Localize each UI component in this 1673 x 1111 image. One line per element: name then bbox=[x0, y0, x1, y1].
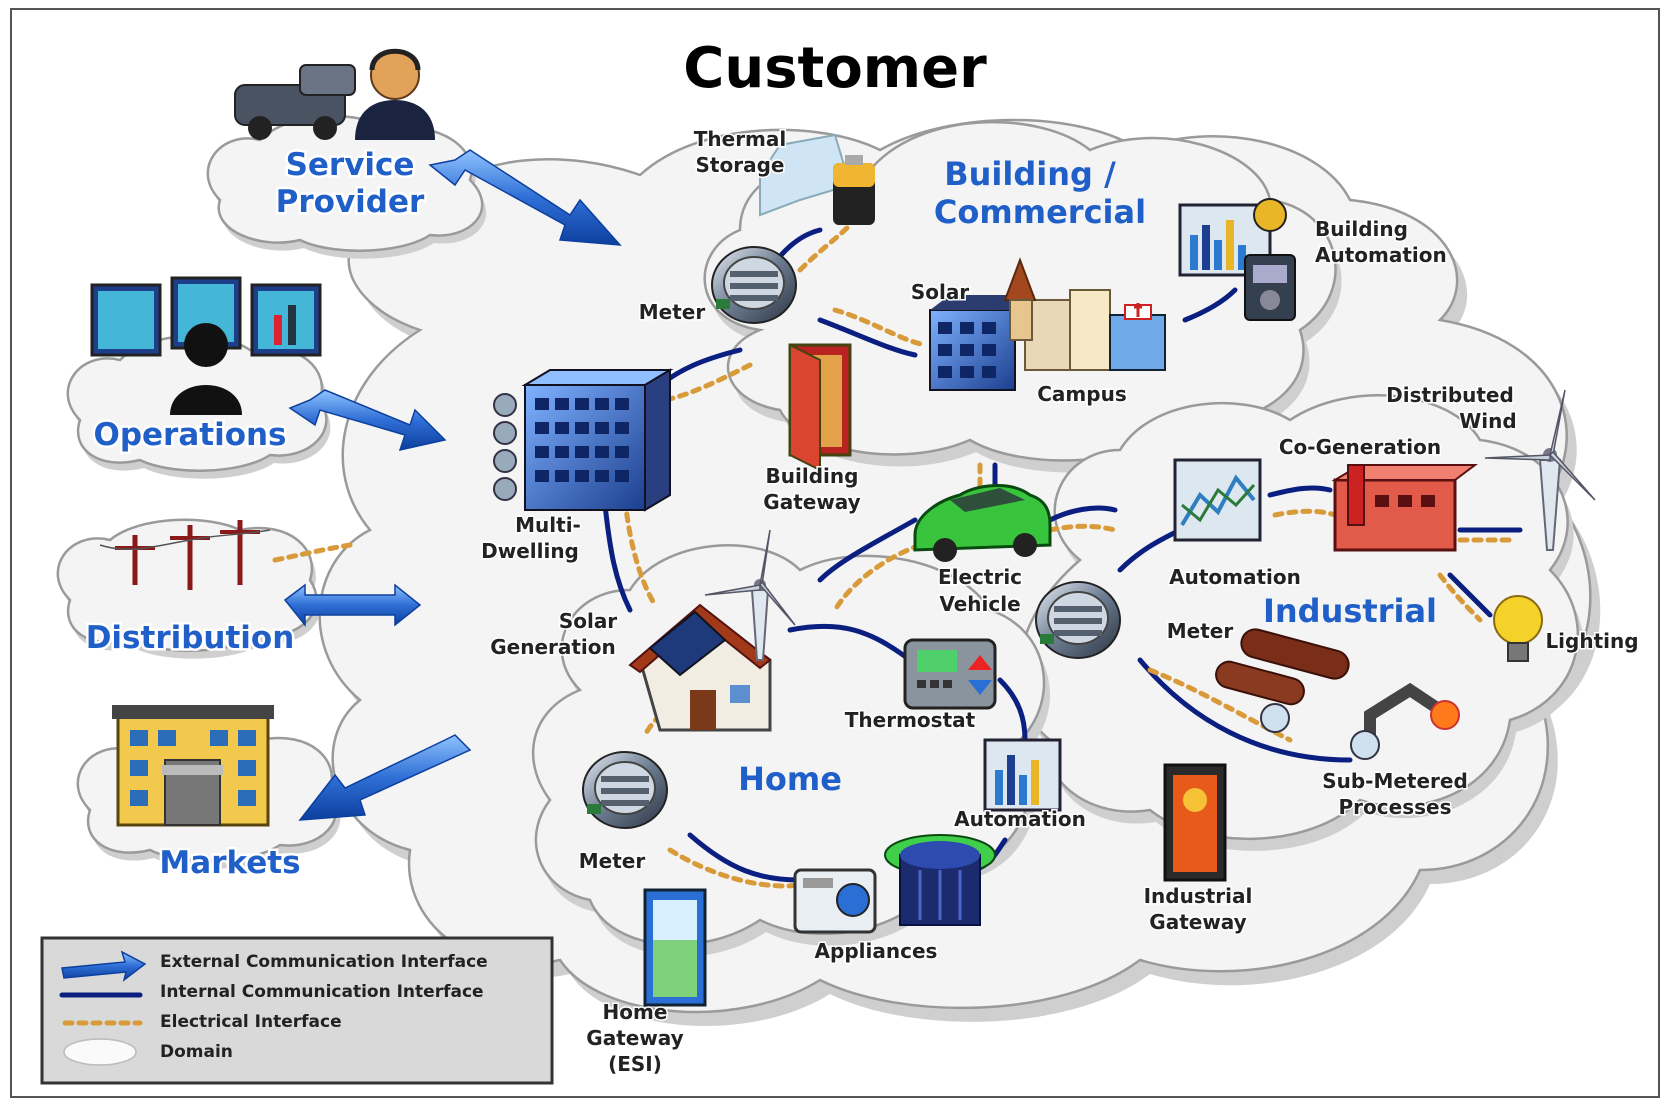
building-meter-icon bbox=[711, 246, 797, 324]
home-automation-label: Automation bbox=[954, 807, 1086, 831]
electric-vehicle-icon bbox=[913, 484, 1052, 562]
campus-label: Campus bbox=[1037, 382, 1126, 406]
building-automation-label-line2: Automation bbox=[1315, 243, 1447, 267]
distribution-label: Distribution bbox=[86, 620, 295, 656]
market-building-icon bbox=[112, 705, 274, 827]
industrial-pipes-icon bbox=[1215, 628, 1350, 733]
industrial-automation-label: Automation bbox=[1169, 565, 1301, 589]
home-automation-icon bbox=[983, 738, 1062, 812]
sub-metered-processes-label-line1: Sub-Metered bbox=[1322, 769, 1468, 793]
thermostat-label: Thermostat bbox=[845, 708, 976, 732]
lighting-icon bbox=[1493, 595, 1543, 662]
solar-generation-label-line2: Generation bbox=[490, 635, 616, 659]
building-meter-label: Meter bbox=[639, 300, 706, 324]
service-provider-label-line2: Provider bbox=[276, 184, 425, 220]
home-gateway-label-line1: Home bbox=[603, 1000, 668, 1024]
industrial-domain-label: Industrial bbox=[1263, 592, 1437, 630]
industrial-meter-icon bbox=[1035, 581, 1121, 659]
control-room-icon bbox=[90, 276, 322, 415]
service-vehicle-icon bbox=[234, 64, 356, 140]
markets-label: Markets bbox=[159, 845, 300, 881]
co-generation-label: Co-Generation bbox=[1279, 435, 1441, 459]
home-domain-label: Home bbox=[738, 760, 842, 798]
building-gateway-icon bbox=[788, 343, 852, 472]
home-meter-icon bbox=[582, 751, 668, 829]
thermostat-icon bbox=[903, 638, 997, 710]
building-gateway-label-line2: Gateway bbox=[763, 490, 860, 514]
building-automation-label-line1: Building bbox=[1315, 217, 1408, 241]
wind-turbine-industrial-icon bbox=[1484, 389, 1596, 551]
distribution-arrow bbox=[283, 583, 422, 628]
solar-label: Solar bbox=[911, 280, 969, 304]
legend-domain-label: Domain bbox=[160, 1042, 233, 1062]
legend: External Communication Interface Interna… bbox=[40, 936, 554, 1085]
sub-metered-processes-label-line2: Processes bbox=[1339, 795, 1452, 819]
industrial-automation-icon bbox=[1173, 458, 1262, 542]
diagram-title: Customer bbox=[683, 36, 987, 101]
legend-electrical-label: Electrical Interface bbox=[160, 1012, 342, 1032]
thermal-storage-label-line2: Storage bbox=[696, 153, 785, 177]
electric-vehicle-label-line1: Electric bbox=[938, 565, 1022, 589]
thermal-storage-label-line1: Thermal bbox=[694, 127, 787, 151]
building-automation-icon bbox=[1178, 198, 1296, 321]
service-provider-arrow bbox=[428, 149, 622, 246]
electrical-links bbox=[272, 222, 1518, 889]
co-generation-icon bbox=[1331, 464, 1478, 552]
electric-vehicle-label-line2: Vehicle bbox=[939, 592, 1020, 616]
legend-external-label: External Communication Interface bbox=[160, 952, 488, 972]
campus-icon bbox=[1003, 257, 1166, 371]
industrial-gateway-label-line1: Industrial bbox=[1144, 884, 1253, 908]
industrial-gateway-icon bbox=[1163, 763, 1227, 882]
legend-internal-label: Internal Communication Interface bbox=[160, 982, 484, 1002]
distribution-cloud bbox=[56, 518, 321, 659]
appliances-label: Appliances bbox=[815, 939, 938, 963]
appliance-icon bbox=[793, 868, 877, 934]
thermal-storage-icon bbox=[759, 133, 875, 225]
multi-dwelling-label-line2: Dwelling bbox=[481, 539, 579, 563]
legend-domain-icon bbox=[63, 1038, 137, 1066]
external-arrows bbox=[283, 149, 622, 821]
service-provider-cloud bbox=[206, 114, 487, 259]
solar-generation-label-line1: Solar bbox=[559, 609, 617, 633]
home-gateway-label-line2: Gateway bbox=[586, 1026, 683, 1050]
home-gateway-label-line3: (ESI) bbox=[608, 1052, 662, 1076]
lighting-label: Lighting bbox=[1545, 629, 1638, 653]
house-icon bbox=[628, 603, 772, 732]
multi-dwelling-label-line1: Multi- bbox=[515, 513, 581, 537]
distributed-wind-label-line1: Distributed bbox=[1386, 383, 1514, 407]
building-domain-label-line2: Commercial bbox=[934, 193, 1146, 231]
operations-arrow bbox=[288, 389, 447, 452]
industrial-gateway-label-line2: Gateway bbox=[1149, 910, 1246, 934]
storage-unit-icon bbox=[884, 834, 996, 926]
power-poles-icon bbox=[99, 520, 271, 590]
solar-building-icon bbox=[929, 295, 1035, 391]
legend-external-arrow-icon bbox=[61, 950, 147, 982]
robot-arm-icon bbox=[1350, 682, 1460, 760]
technician-icon bbox=[355, 48, 435, 140]
markets-arrow bbox=[298, 734, 472, 821]
distributed-wind-label-line2: Wind bbox=[1459, 409, 1516, 433]
building-gateway-label-line1: Building bbox=[766, 464, 859, 488]
building-domain-label-line1: Building / bbox=[944, 155, 1116, 193]
service-provider-label-line1: Service bbox=[286, 147, 415, 183]
operations-label: Operations bbox=[93, 417, 286, 453]
industrial-meter-label: Meter bbox=[1167, 619, 1234, 643]
home-gateway-icon bbox=[643, 888, 707, 1007]
home-meter-label: Meter bbox=[579, 849, 646, 873]
wind-turbine-home-icon bbox=[704, 529, 796, 661]
multi-dwelling-icon bbox=[493, 368, 674, 512]
